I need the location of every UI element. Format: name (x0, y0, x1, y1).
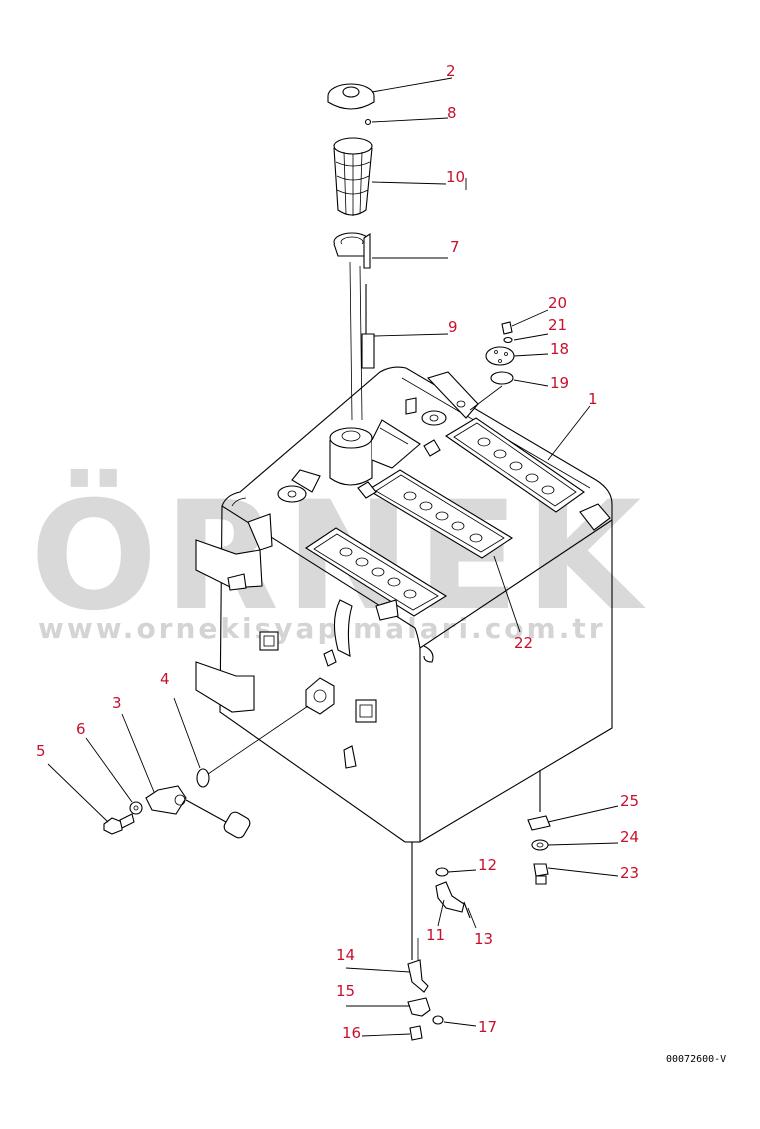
strainer (333, 137, 373, 216)
leader-lines (47, 77, 619, 1037)
callout-5: 5 (36, 742, 46, 760)
inspection-cover-right (444, 417, 585, 513)
watermark-url: www.ornekisyapimalari.com.tr (38, 612, 606, 645)
callout-4: 4 (160, 670, 170, 688)
callout-22: 22 (514, 634, 533, 652)
round-cover (485, 346, 515, 366)
mount-pad (527, 815, 551, 831)
tank-side-fittings (195, 539, 377, 769)
cover-washer (503, 336, 513, 344)
drain-o-ring (435, 867, 449, 877)
drain-plug-ring (463, 901, 471, 919)
callout-14: 14 (336, 946, 355, 964)
assembly-centerlines (207, 261, 503, 960)
callout-6: 6 (76, 720, 86, 738)
drain-valve (407, 959, 429, 993)
callout-25: 25 (620, 792, 639, 810)
callout-8: 8 (447, 104, 457, 122)
neck-adapter (333, 232, 371, 269)
callout-2: 2 (446, 62, 456, 80)
drain-tee (407, 997, 431, 1017)
cover-bolt (501, 321, 513, 335)
callout-16: 16 (342, 1024, 361, 1042)
drain-tee-ring (432, 1015, 444, 1025)
callout-10: 10 (446, 168, 465, 186)
callout-18: 18 (550, 340, 569, 358)
callout-20: 20 (548, 294, 567, 312)
switch-washer (129, 801, 143, 815)
callout-15: 15 (336, 982, 355, 1000)
drain-elbow (435, 881, 465, 913)
callout-19: 19 (550, 374, 569, 392)
callout-3: 3 (112, 694, 122, 712)
filler-cap (327, 83, 375, 110)
callout-23: 23 (620, 864, 639, 882)
callout-9: 9 (448, 318, 458, 336)
inspection-cover-front (304, 527, 448, 617)
inspection-cover-middle (366, 469, 514, 559)
level-switch (145, 785, 251, 839)
pin (364, 118, 372, 126)
drawing-code: 00072600-V (666, 1054, 726, 1065)
callout-12: 12 (478, 856, 497, 874)
callout-1: 1 (588, 390, 598, 408)
mount-bolt (533, 863, 549, 885)
filler-neck (329, 419, 421, 486)
switch-o-ring (196, 768, 210, 788)
mount-washer (531, 839, 549, 851)
callout-24: 24 (620, 828, 639, 846)
callout-21: 21 (548, 316, 567, 334)
tank-top-fittings (247, 371, 611, 663)
callout-17: 17 (478, 1018, 497, 1036)
switch-bolt (103, 813, 135, 835)
dipstick (361, 284, 375, 369)
callout-7: 7 (450, 238, 460, 256)
drain-plug (409, 1025, 423, 1041)
tank-body (219, 366, 613, 960)
callout-11: 11 (426, 926, 445, 944)
callout-labels: 2 8 10 7 9 20 21 18 19 1 22 4 3 6 5 25 2… (36, 62, 639, 1042)
cover-o-ring (490, 371, 514, 385)
callout-13: 13 (474, 930, 493, 948)
